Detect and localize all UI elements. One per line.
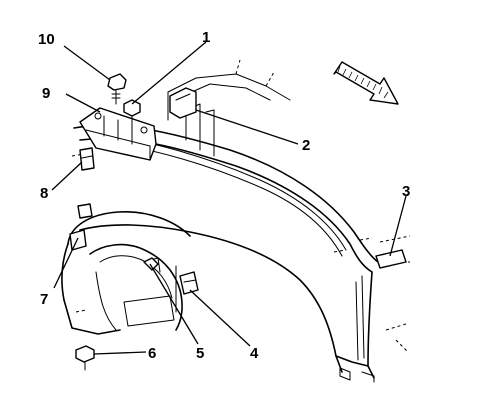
callout-6: 6 bbox=[148, 345, 156, 362]
callout-labels: 10 1 9 2 8 3 7 5 4 6 bbox=[38, 29, 410, 362]
fastener-5-icon bbox=[143, 257, 159, 271]
callout-10: 10 bbox=[38, 31, 55, 48]
callout-1: 1 bbox=[202, 29, 210, 46]
fender-panel bbox=[61, 124, 405, 383]
retainer-4-icon bbox=[179, 271, 199, 295]
reference-lines bbox=[69, 153, 411, 353]
callout-9: 9 bbox=[42, 85, 50, 102]
clip-8-icon bbox=[79, 147, 95, 171]
callout-5: 5 bbox=[196, 345, 204, 362]
callout-7: 7 bbox=[40, 291, 48, 308]
bolt-10-icon bbox=[107, 73, 127, 105]
bolt-6-icon bbox=[75, 345, 95, 371]
bracket-3-icon bbox=[375, 249, 407, 269]
callout-4: 4 bbox=[250, 345, 259, 362]
callout-2: 2 bbox=[302, 137, 310, 154]
clip-7-icon bbox=[69, 203, 93, 251]
upper-support-rail bbox=[79, 107, 157, 161]
callout-8: 8 bbox=[40, 185, 48, 202]
callout-3: 3 bbox=[402, 183, 410, 200]
front-direction-arrow-icon bbox=[333, 61, 399, 105]
bracket-2-icon bbox=[169, 87, 197, 119]
leader-lines bbox=[51, 41, 407, 355]
nut-1-icon bbox=[123, 99, 141, 127]
